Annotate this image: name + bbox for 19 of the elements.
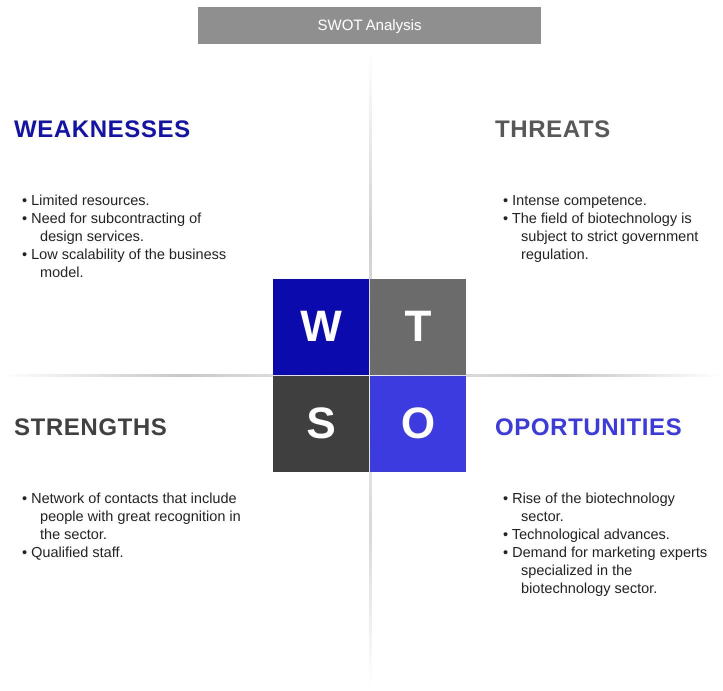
- opportunities-heading: OPORTUNITIES: [495, 414, 684, 442]
- bullet-item: • Network of contacts that include people with great recognition in the sector.: [22, 490, 242, 544]
- weaknesses-heading: WEAKNESSES: [14, 116, 192, 144]
- bullet-item: • Need for subcontracting of design services.: [22, 210, 202, 246]
- title-bar: SWOT Analysis: [198, 7, 541, 44]
- bullet-item: • The field of biotechnology is subject to strict government regulation.: [503, 210, 700, 264]
- bullet-item: • Low scalability of the business model.: [22, 246, 228, 282]
- bullet-item: • Intense competence.: [503, 192, 648, 210]
- letter-tile: W: [273, 279, 369, 375]
- bullet-item: • Limited resources.: [22, 192, 151, 210]
- bullet-item: • Rise of the biotechnology sector.: [503, 490, 676, 526]
- letter-tile: S: [273, 376, 369, 472]
- letter-tile: O: [370, 376, 466, 472]
- bullet-item: • Qualified staff.: [22, 544, 125, 562]
- threats-heading: THREATS: [495, 116, 612, 144]
- bullet-item: • Technological advances.: [503, 526, 671, 544]
- letter-tile: T: [370, 279, 466, 375]
- bullet-item: • Demand for marketing experts specialized in the biotechnology sector.: [503, 544, 708, 598]
- strengths-heading: STRENGTHS: [14, 414, 168, 442]
